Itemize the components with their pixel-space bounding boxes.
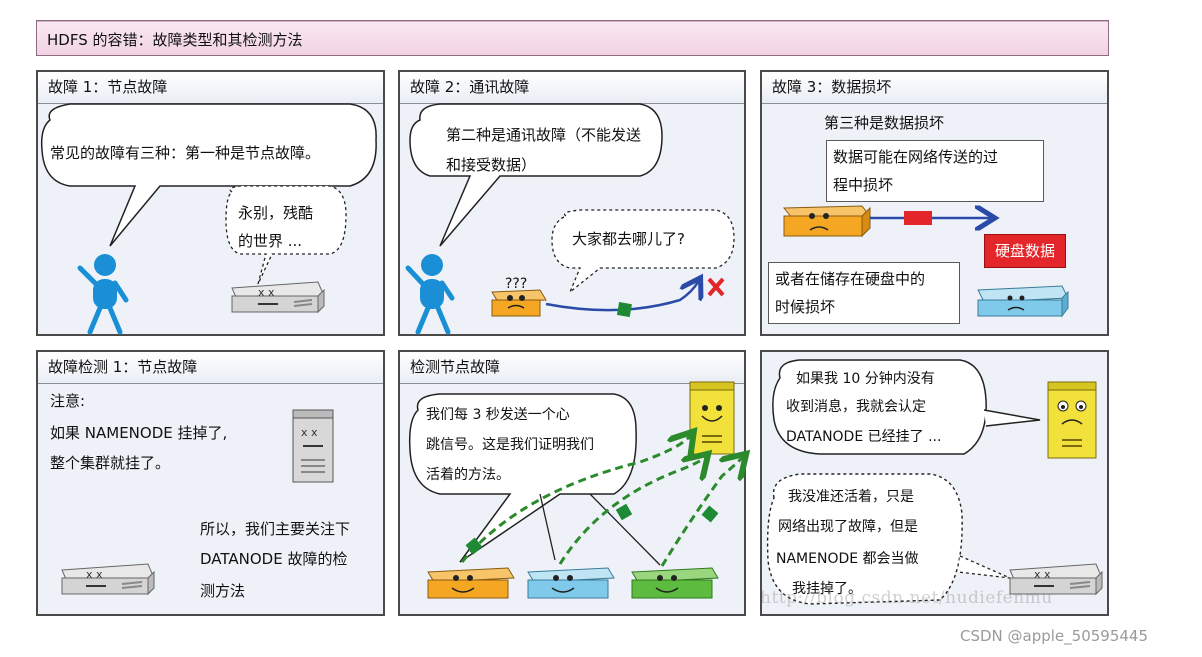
intro-text: 第三种是数据损坏	[824, 114, 945, 132]
speech-line-1: 第二种是通讯故障（不能发送	[446, 126, 642, 144]
focus-line-1: 所以，我们主要关注下	[200, 520, 351, 538]
disk-box-line-2: 时候损坏	[775, 298, 836, 316]
node-speech-line-1: 永别，残酷	[238, 204, 314, 222]
note-line-1: 注意:	[50, 392, 86, 410]
namenode-line-3: DATANODE 已经挂了 ...	[786, 429, 942, 445]
disk-data-tag: 硬盘数据	[984, 234, 1067, 268]
panel-node-failure: 故障 1：节点故障	[36, 70, 385, 336]
speech-text: 常见的故障有三种：第一种是节点故障。	[50, 144, 321, 162]
network-box-line-1: 数据可能在网络传送的过	[833, 148, 999, 166]
note-line-3: 整个集群就挂了。	[50, 454, 171, 472]
datanode-line-1: 我没准还活着，只是	[788, 489, 914, 505]
network-box-line-2: 程中损坏	[833, 176, 894, 194]
disk-box-line-1: 或者在储存在硬盘中的	[775, 270, 926, 288]
speech-line-2: 和接受数据）	[446, 156, 537, 174]
disk-corruption-box: 或者在储存在硬盘中的 时候损坏	[768, 262, 960, 324]
note-line-2: 如果 NAMENODE 挂掉了,	[50, 424, 228, 442]
heartbeat-line-2: 跳信号。这是我们证明我们	[426, 437, 594, 453]
node-speech-line-2: 的世界 ...	[238, 232, 303, 250]
datanode-line-4: 我挂掉了。	[792, 581, 862, 597]
credit-text: CSDN @apple_50595445	[960, 627, 1149, 645]
watermark: http://blog.csdn.net/hudiefenmu	[760, 588, 1053, 608]
panel-heading: 故障 3：数据损坏	[762, 72, 1107, 104]
datanode-line-2: 网络出现了故障，但是	[778, 519, 918, 535]
focus-line-2: DATANODE 故障的检	[200, 550, 348, 568]
panel-communication-failure: 故障 2：通讯故障	[398, 70, 746, 336]
panel-heading: 故障 2：通讯故障	[400, 72, 744, 104]
focus-line-3: 测方法	[200, 582, 246, 600]
network-corruption-box: 数据可能在网络传送的过 程中损坏	[826, 140, 1044, 202]
page-title: HDFS 的容错：故障类型和其检测方法	[47, 31, 303, 49]
namenode-line-1: 如果我 10 分钟内没有	[796, 371, 935, 387]
namenode-line-2: 收到消息，我就会认定	[786, 399, 926, 415]
heartbeat-line-1: 我们每 3 秒发送一个心	[426, 407, 570, 423]
panel-heading: 故障检测 1：节点故障	[38, 352, 383, 384]
panel-heading: 故障 1：节点故障	[38, 72, 383, 104]
title-bar: HDFS 的容错：故障类型和其检测方法	[36, 20, 1109, 56]
panel-heading: 检测节点故障	[400, 352, 744, 384]
heartbeat-line-3: 活着的方法。	[426, 467, 510, 483]
datanode-line-3: NAMENODE 都会当做	[776, 551, 919, 567]
node-speech-text: 大家都去哪儿了?	[572, 230, 685, 248]
